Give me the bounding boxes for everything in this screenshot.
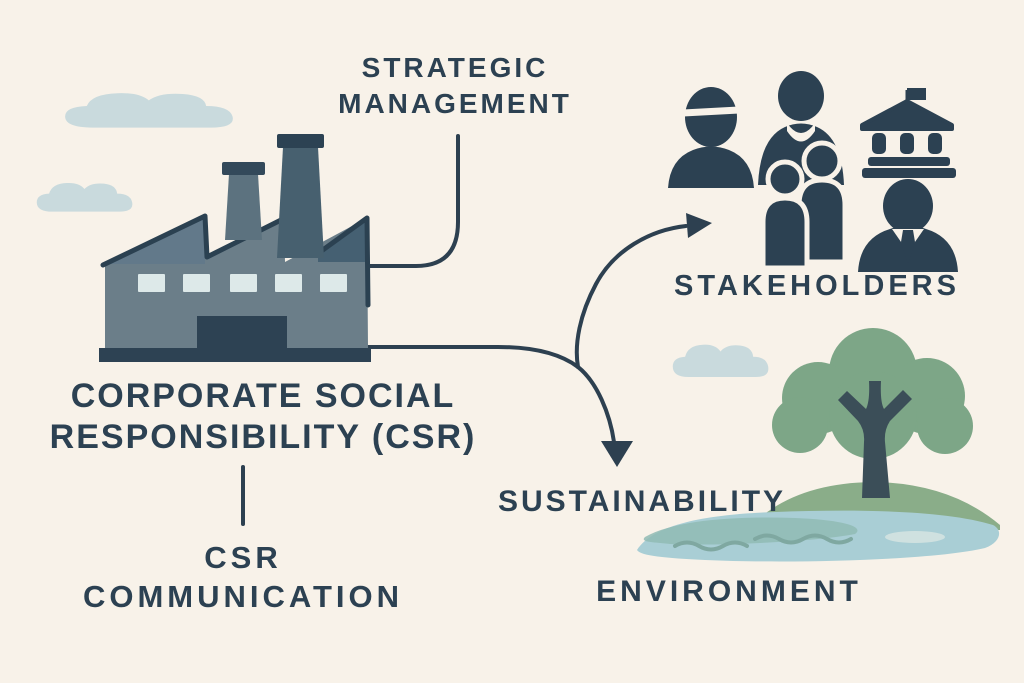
arrow-to-stakeholders xyxy=(574,213,712,369)
chimney-small xyxy=(225,174,262,240)
tree-trunk xyxy=(838,381,912,498)
factory-base xyxy=(99,348,371,362)
government-building-icon xyxy=(860,88,956,178)
csr-line2: RESPONSIBILITY (CSR) xyxy=(49,418,477,456)
strategic-management-line1: STRATEGIC xyxy=(361,52,549,83)
connector-strategic-management xyxy=(366,134,460,268)
csr-communication-label: CSR COMMUNICATION xyxy=(83,538,403,616)
businessman-icon xyxy=(858,179,958,272)
cloud-icon xyxy=(36,182,133,212)
csr-line1: CORPORATE SOCIAL xyxy=(70,377,456,415)
stakeholders-group xyxy=(668,71,958,272)
factory-windows xyxy=(138,274,347,292)
csr-communication-line1: CSR xyxy=(204,540,282,575)
environment-illustration xyxy=(637,328,1000,562)
island-water-icon xyxy=(637,381,1000,562)
stakeholders-label: STAKEHOLDERS xyxy=(674,270,960,302)
connectors xyxy=(241,134,712,526)
environment-label: ENVIRONMENT xyxy=(596,575,862,608)
cloud-icon xyxy=(65,93,233,128)
cloud-icon xyxy=(672,344,769,377)
csr-label: CORPORATE SOCIAL RESPONSIBILITY (CSR) xyxy=(50,376,477,458)
strategic-management-line2: MANAGEMENT xyxy=(338,88,572,119)
worker-icon xyxy=(668,87,754,188)
csr-communication-line2: COMMUNICATION xyxy=(82,579,404,614)
strategic-management-label: STRATEGIC MANAGEMENT xyxy=(338,50,572,122)
family-icon xyxy=(758,71,848,271)
sustainability-label: SUSTAINABILITY xyxy=(497,485,787,518)
factory-icon xyxy=(99,134,371,362)
chimney-large xyxy=(277,147,324,258)
factory-door xyxy=(197,316,287,348)
